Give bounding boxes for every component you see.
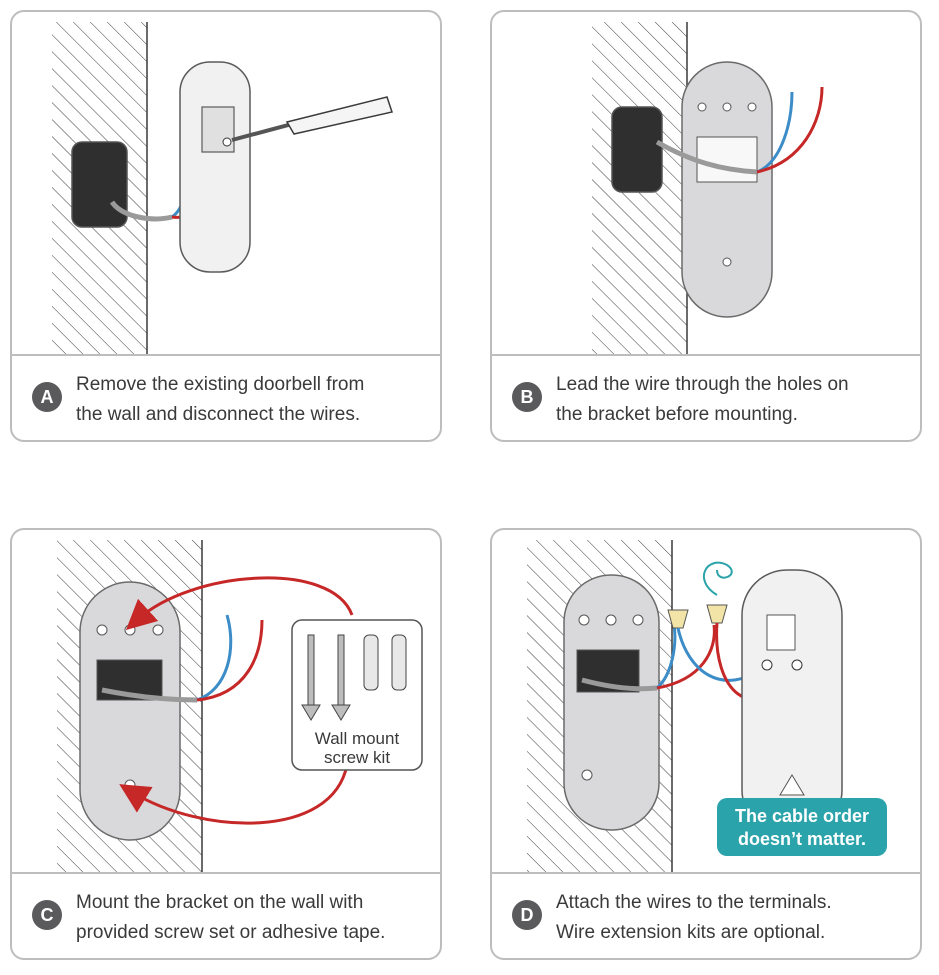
illustration-remove-doorbell bbox=[52, 22, 393, 354]
cable-note-line2: doesn’t matter. bbox=[738, 829, 866, 849]
wall-anchor-icon bbox=[363, 634, 407, 691]
screw-icon bbox=[301, 634, 351, 721]
step-badge-c: C bbox=[32, 900, 62, 930]
wall-junction-box bbox=[71, 141, 128, 228]
old-doorbell bbox=[179, 61, 251, 273]
bracket-hole bbox=[581, 769, 593, 781]
step-panel-d: The cable order doesn’t matter. D Attach… bbox=[490, 528, 922, 960]
screw-kit-box bbox=[291, 619, 423, 771]
step-caption-d: Attach the wires to the terminals. Wire … bbox=[556, 892, 832, 943]
warning-icon bbox=[779, 774, 805, 796]
cable-note-box bbox=[717, 798, 887, 856]
panel-divider bbox=[492, 872, 920, 874]
step-badge-b: B bbox=[512, 382, 542, 412]
arrow-to-top-holes bbox=[125, 576, 354, 631]
cable-sheath bbox=[581, 677, 658, 692]
wire-nut-icon bbox=[706, 604, 728, 624]
bracket bbox=[563, 574, 660, 831]
bracket-hole bbox=[96, 624, 108, 636]
cable-sheath bbox=[109, 200, 173, 222]
step-badge-a: A bbox=[32, 382, 62, 412]
bracket-window bbox=[696, 136, 758, 183]
bracket-hole bbox=[578, 614, 590, 626]
step-caption-c: Mount the bracket on the wall with provi… bbox=[76, 892, 386, 943]
screwdriver-shaft bbox=[231, 122, 293, 142]
bracket bbox=[79, 581, 181, 841]
wire-blue bbox=[196, 614, 233, 702]
wall-junction-box bbox=[611, 106, 663, 193]
bracket-hole bbox=[124, 779, 136, 791]
bracket bbox=[681, 61, 773, 318]
terminal-screw bbox=[791, 659, 803, 671]
illustration-mount-bracket: Wall mount screw kit bbox=[57, 540, 423, 872]
screw-kit-label-line2: screw kit bbox=[324, 748, 390, 767]
wire-red bbox=[656, 624, 716, 690]
step-caption-a: Remove the existing doorbell from the wa… bbox=[76, 374, 365, 425]
illustration-attach-wires: The cable order doesn’t matter. bbox=[527, 540, 887, 872]
step-panel-b: B Lead the wire through the holes on the… bbox=[490, 10, 922, 442]
cable-sheath bbox=[101, 687, 198, 703]
device-port bbox=[766, 614, 796, 651]
illustration-lead-wire bbox=[592, 22, 824, 354]
bracket-hole bbox=[605, 614, 617, 626]
wire-blue bbox=[655, 624, 677, 690]
bracket-hole bbox=[124, 624, 136, 636]
arrow-to-bottom-hole bbox=[119, 764, 349, 825]
step-badge-d: D bbox=[512, 900, 542, 930]
bracket-hole bbox=[747, 102, 757, 112]
bracket-hole bbox=[722, 102, 732, 112]
bracket-hole bbox=[632, 614, 644, 626]
wire-red bbox=[756, 86, 824, 174]
panel-divider bbox=[12, 872, 440, 874]
bracket-hole bbox=[697, 102, 707, 112]
panel-divider bbox=[12, 354, 440, 356]
step-panel-a: A Remove the existing doorbell from the … bbox=[10, 10, 442, 442]
wire-blue bbox=[756, 91, 794, 174]
extension-wire-coil bbox=[703, 561, 733, 596]
screwdriver-handle bbox=[285, 96, 393, 135]
step-panel-c: Wall mount screw kit C Mount the bracket… bbox=[10, 528, 442, 960]
cable-sheath bbox=[655, 139, 758, 175]
terminal-screw bbox=[222, 137, 232, 147]
cable-note-line1: The cable order bbox=[735, 806, 869, 826]
terminal-screw bbox=[761, 659, 773, 671]
step-caption-b: Lead the wire through the holes on the b… bbox=[556, 374, 849, 425]
bracket-hole bbox=[722, 257, 732, 267]
wire-nut-icon bbox=[667, 609, 689, 629]
screw-kit-label-line1: Wall mount bbox=[315, 729, 400, 748]
bracket-hole bbox=[152, 624, 164, 636]
panel-divider bbox=[492, 354, 920, 356]
wire-red bbox=[196, 619, 264, 702]
